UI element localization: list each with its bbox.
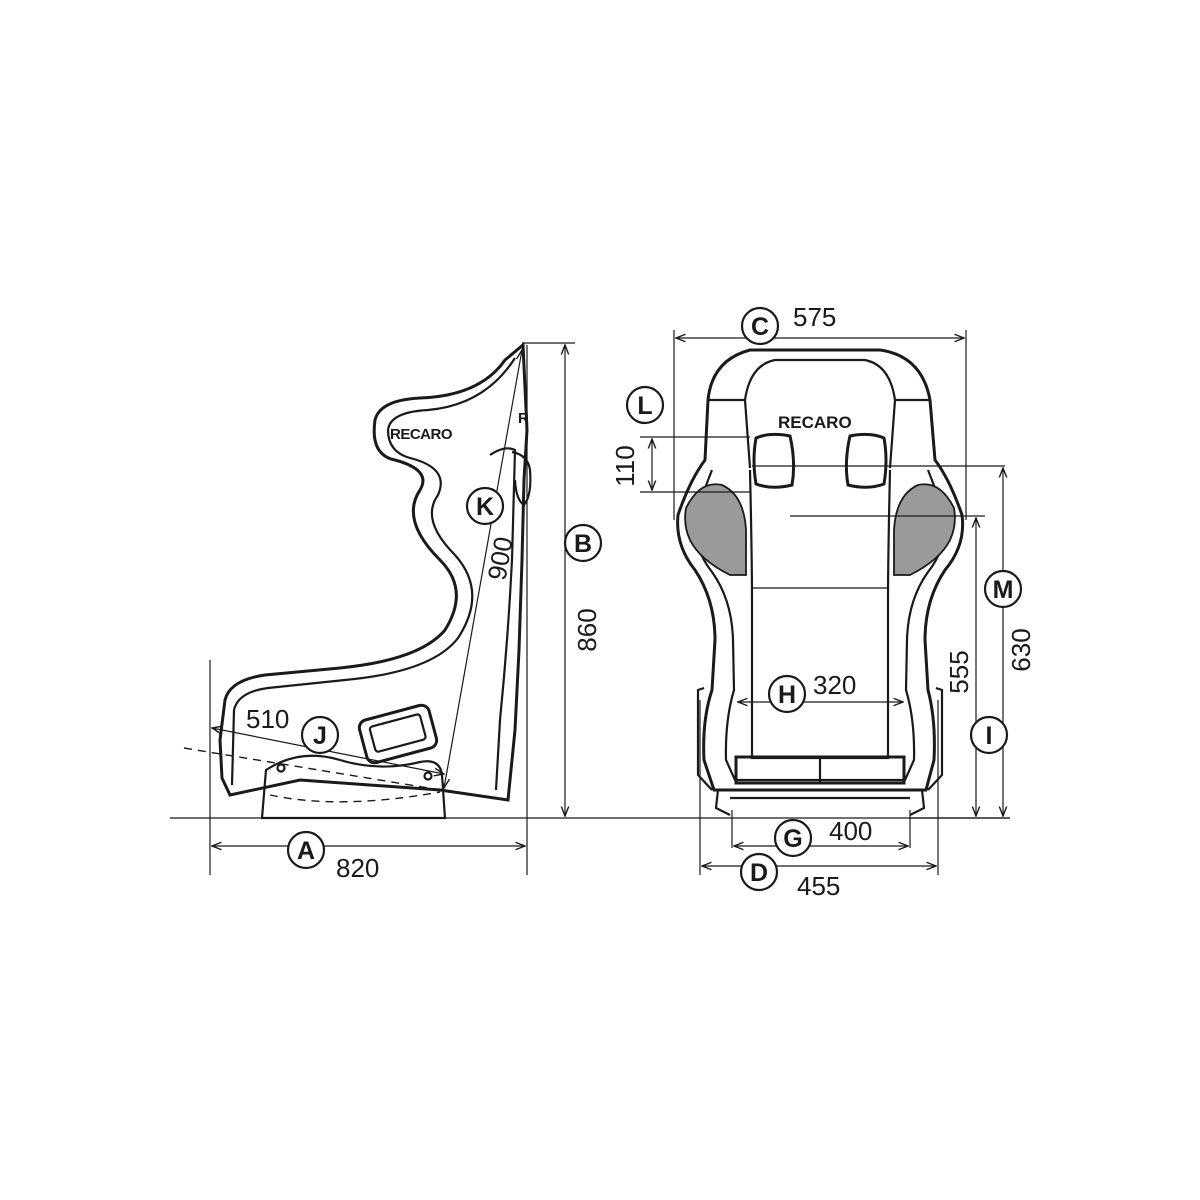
value-m: 630 [1006, 628, 1036, 671]
value-a: 820 [336, 853, 379, 883]
side-shell-piping [230, 357, 516, 786]
front-view: RECARO [640, 330, 1010, 875]
label-a-circle [286, 830, 326, 870]
label-h-circle [767, 674, 807, 714]
value-k: 900 [482, 534, 519, 582]
front-headrest-right [888, 398, 930, 469]
label-b-circle [563, 523, 603, 563]
label-a-letter: A [297, 837, 315, 865]
label-b-letter: B [574, 530, 592, 558]
label-h-letter: H [778, 681, 796, 709]
value-i: 555 [944, 650, 974, 693]
label-l-circle [625, 385, 665, 425]
front-harness-slot-left [752, 432, 796, 489]
label-j-circle [300, 715, 340, 755]
label-i-letter: I [986, 722, 993, 750]
dimension-labels: A B C D G H I J K L M [286, 306, 1023, 892]
side-logo: RECARO [390, 426, 453, 443]
value-c: 575 [793, 302, 836, 332]
label-c-letter: C [751, 313, 769, 341]
label-g-letter: G [783, 825, 802, 853]
label-k-letter: K [476, 493, 494, 521]
label-m-circle [983, 569, 1023, 609]
label-j-letter: J [313, 722, 327, 750]
side-shell-outline [218, 341, 529, 802]
label-l-letter: L [637, 392, 652, 420]
value-b: 860 [572, 608, 602, 651]
value-g: 400 [829, 816, 872, 846]
side-mount-bracket [260, 754, 447, 820]
label-g-circle [773, 818, 813, 858]
value-h: 320 [813, 670, 856, 700]
front-headrest-left [708, 398, 752, 469]
front-backrest-panel [748, 469, 892, 760]
label-k-circle [465, 486, 505, 526]
side-belt-slot [357, 703, 439, 765]
front-shell-outline [676, 348, 965, 792]
label-d-letter: D [750, 859, 768, 887]
dim-k-line [444, 350, 522, 788]
side-view: R RECARO [170, 341, 1010, 875]
label-c-circle [740, 306, 780, 346]
front-harness-slot-right [844, 432, 888, 489]
label-i-circle [969, 715, 1009, 755]
label-d-circle [739, 852, 779, 892]
front-bolster-right-shade [893, 483, 956, 576]
front-foot-left [714, 789, 731, 816]
value-d: 455 [797, 871, 840, 901]
front-logo: RECARO [778, 413, 852, 432]
label-m-letter: M [993, 576, 1014, 604]
dimension-values: 820 860 575 455 400 320 555 510 900 110 … [246, 302, 1036, 901]
value-l: 110 [610, 445, 640, 486]
front-bolster-left-shade [684, 483, 747, 576]
value-j: 510 [246, 704, 289, 734]
